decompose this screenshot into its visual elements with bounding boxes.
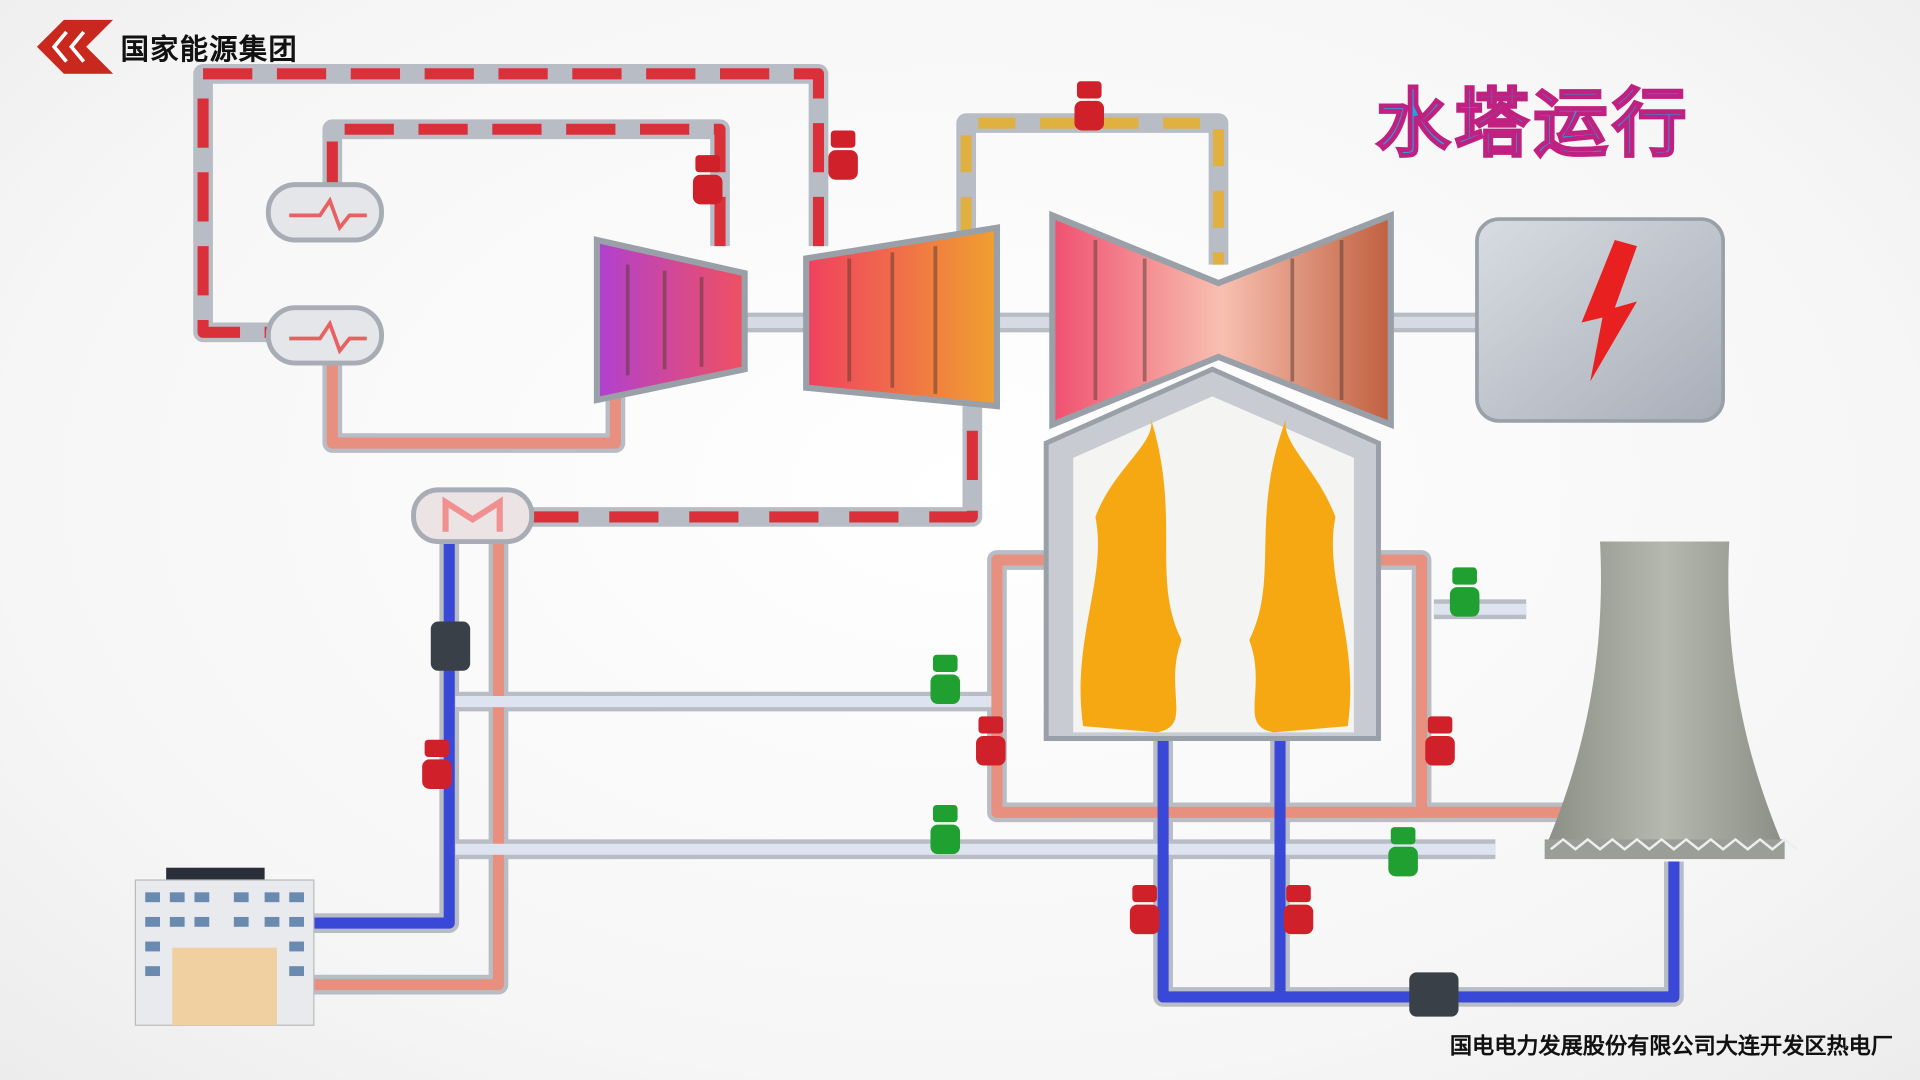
red-valve-icon[interactable] [692,155,723,205]
red-valve-icon[interactable] [1129,884,1160,935]
circulation-pump [1409,972,1459,1017]
generator [1475,217,1725,423]
logo-mark-icon [36,19,114,74]
logo-text: 国家能源集团 [120,34,298,67]
pipes-inner [197,68,1680,1003]
pumps [430,621,1459,1017]
condenser-heater [411,487,535,545]
green-valve-icon[interactable] [1388,827,1418,877]
lightning-icon [1581,240,1637,382]
company-name: 国电电力发展股份有限公司大连开发区热电厂 [1449,1033,1893,1060]
red-valve-icon[interactable] [422,739,452,789]
red-valve-icon[interactable] [828,130,858,180]
boiler [1043,366,1381,741]
turbine-blades [625,240,1344,401]
cooling-tower [1544,541,1798,860]
lp-turbine [1049,210,1394,430]
red-valve-icon[interactable] [976,716,1006,766]
feed-pump [430,621,471,671]
residential-building [134,867,315,1026]
valves [422,81,1480,935]
red-valve-icon[interactable] [1074,81,1105,131]
red-valve-icon[interactable] [1283,884,1314,935]
reheater-upper [265,182,385,243]
red-valve-icon[interactable] [1425,716,1455,766]
ip-turbine [803,224,1001,410]
green-valve-icon[interactable] [930,654,961,705]
green-valve-icon[interactable] [1449,567,1480,617]
logo: 国家能源集团 [36,19,298,74]
hp-turbine [593,236,748,404]
page-title: 水塔运行 [1375,80,1692,169]
green-valve-icon[interactable] [930,804,961,855]
reheater-lower [265,305,385,366]
